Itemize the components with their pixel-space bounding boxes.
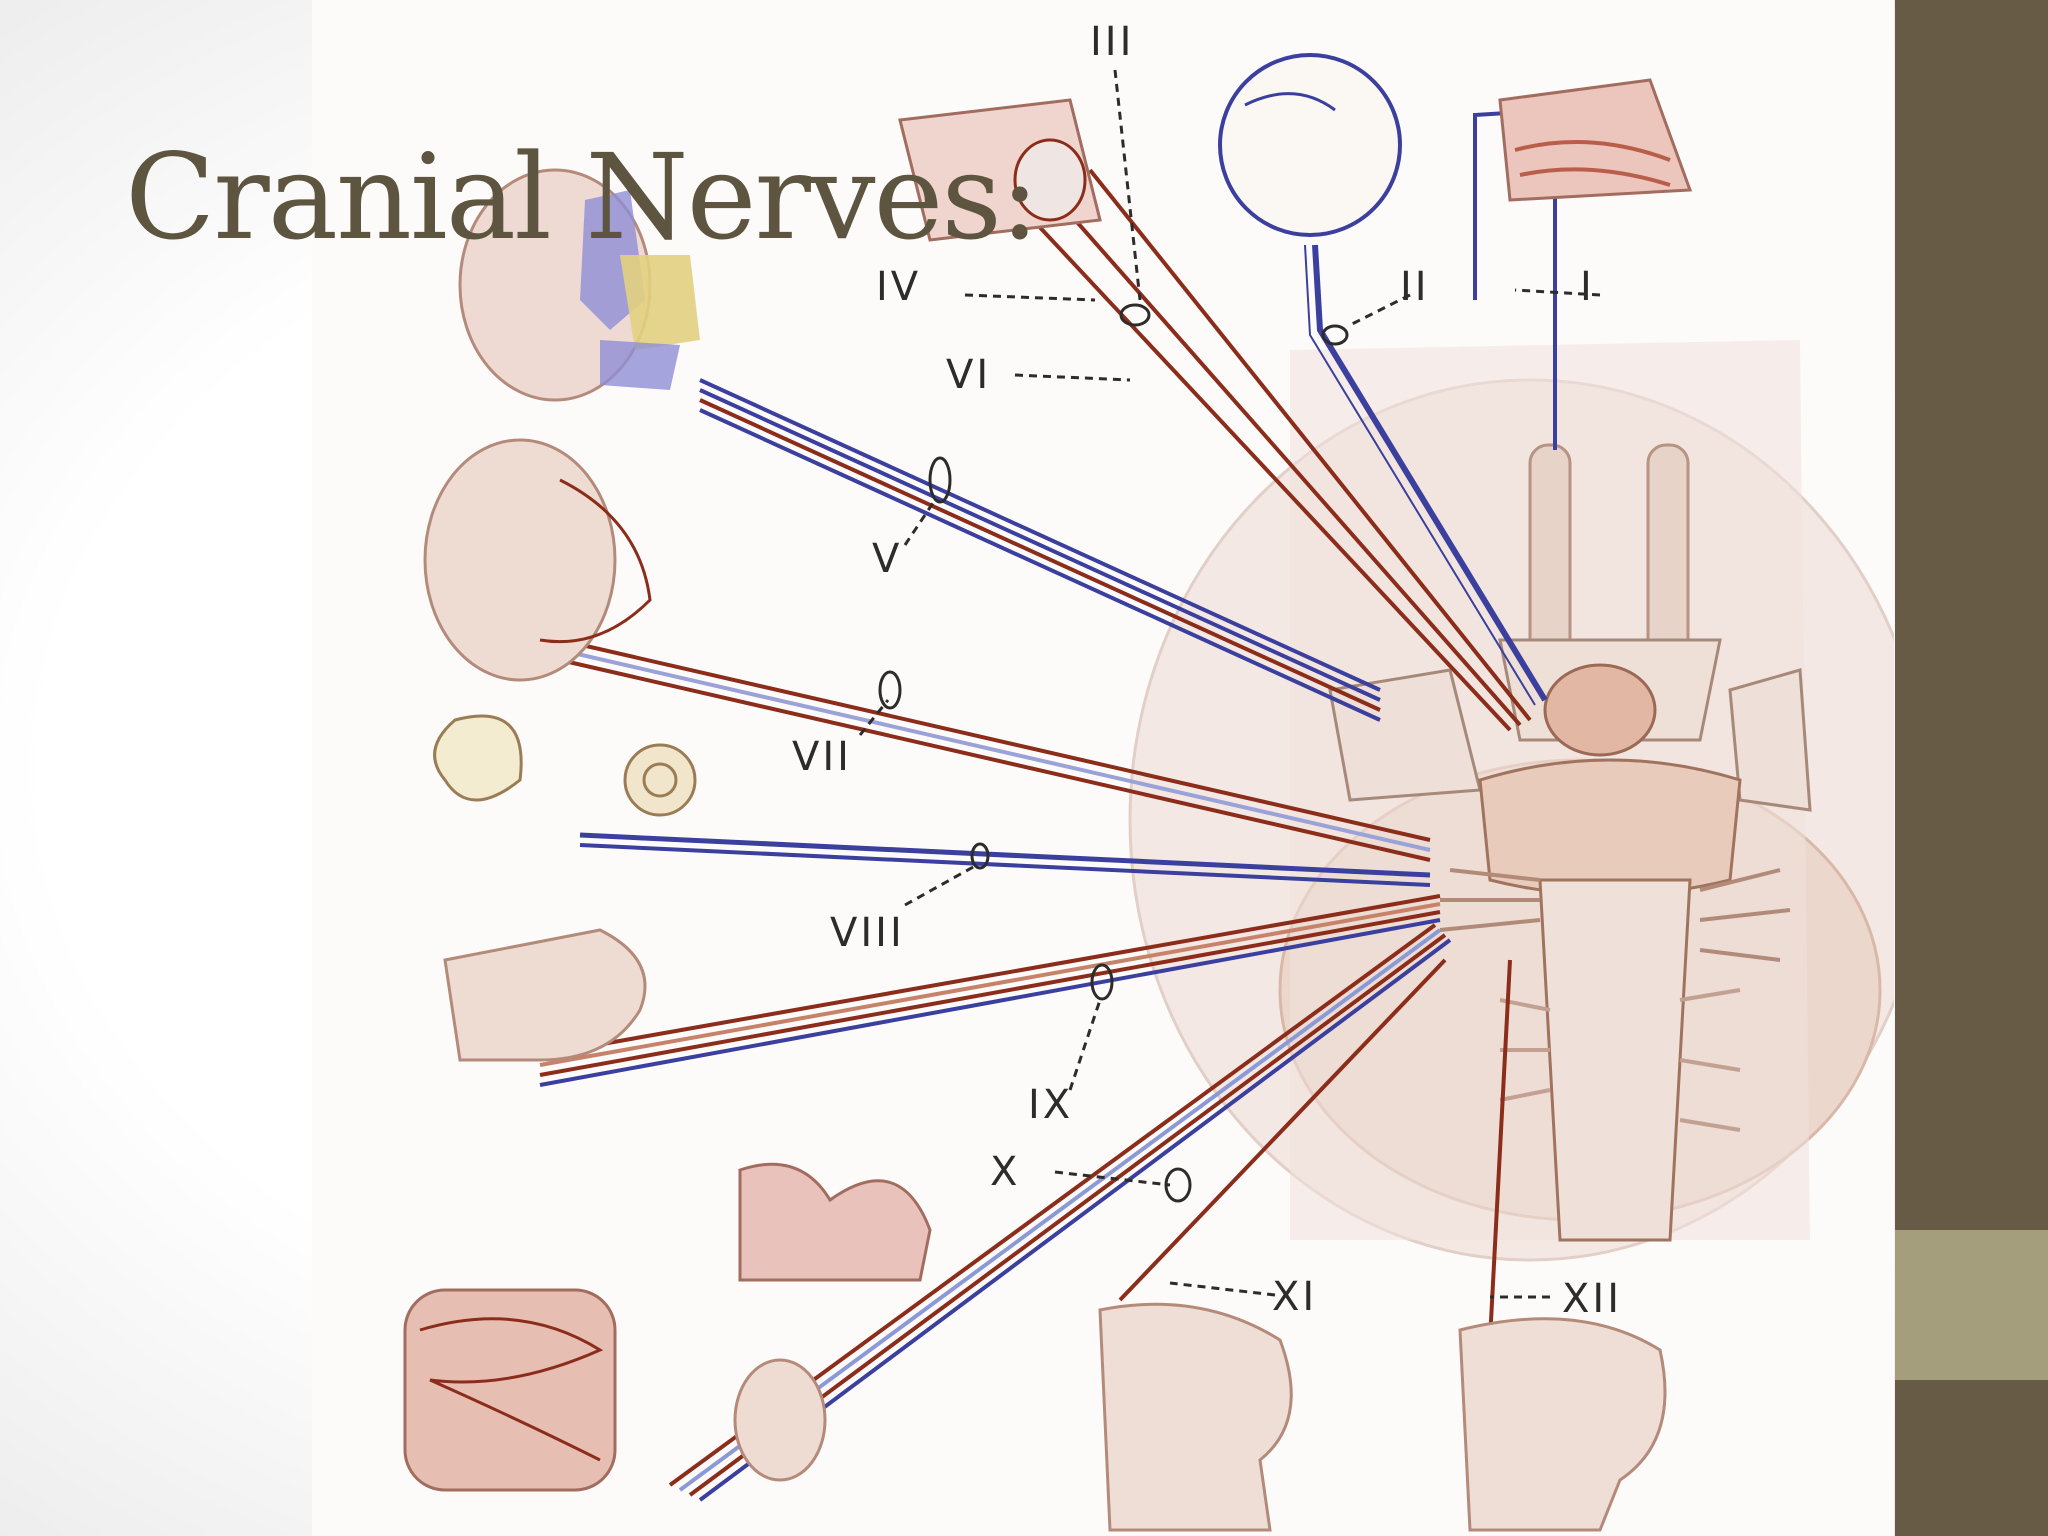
slide-title: Cranial Nerves: bbox=[125, 128, 1040, 266]
nerve-label-IV: IV bbox=[876, 264, 921, 310]
ear-profile bbox=[733, 1358, 827, 1482]
nerve-label-II: II bbox=[1400, 264, 1430, 310]
head-profile-trigeminal bbox=[458, 168, 700, 402]
cranial-nerves-illustration: I II III IV V VI VII VIII IX X XI XII bbox=[312, 0, 1894, 1536]
head-profile-accessory bbox=[1098, 1302, 1293, 1532]
lungs-heart bbox=[738, 1162, 932, 1282]
nerve-label-I: I bbox=[1580, 264, 1595, 310]
intestines bbox=[403, 1288, 617, 1492]
nerve-label-V: V bbox=[872, 536, 902, 582]
nerve-label-VI: VI bbox=[946, 352, 991, 398]
eyeball bbox=[1218, 53, 1402, 237]
nerve-label-IX: IX bbox=[1028, 1082, 1073, 1128]
head-profile-glossopharyngeal bbox=[443, 928, 647, 1062]
nerve-label-XII: XII bbox=[1562, 1276, 1622, 1322]
nasal-cavity bbox=[1498, 78, 1693, 202]
label-leaders bbox=[858, 69, 1601, 1299]
nerve-label-III: III bbox=[1090, 19, 1134, 65]
nerve-rings bbox=[878, 303, 1349, 1203]
sidebar-accent-decoration bbox=[1895, 1230, 2048, 1380]
nerve-diagram: I II III IV V VI VII VIII IX X XI XII bbox=[403, 19, 1894, 1532]
nerve-label-XI: XI bbox=[1272, 1274, 1317, 1320]
nerve-label-VII: VII bbox=[792, 734, 852, 780]
brain-illustration bbox=[1128, 340, 1894, 1262]
inner-ear bbox=[433, 714, 697, 817]
eye-orbit bbox=[898, 98, 1102, 242]
head-profile-hypoglossal bbox=[1458, 1317, 1667, 1532]
nerve-label-group: I II III IV V VI VII VIII IX X XI XII bbox=[792, 19, 1622, 1322]
nerve-label-X: X bbox=[990, 1149, 1020, 1195]
nerve-label-VIII: VIII bbox=[830, 910, 905, 956]
head-profile-facial bbox=[423, 438, 652, 682]
